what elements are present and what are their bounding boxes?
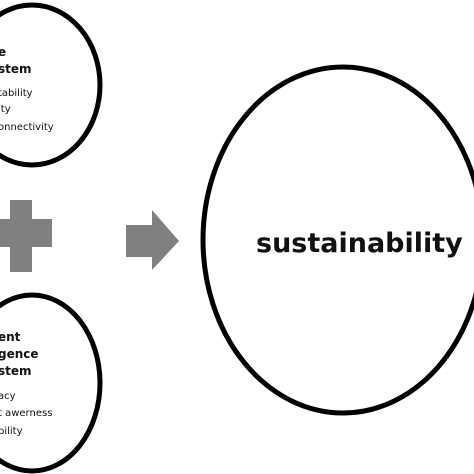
bottom-circle-title-line-2: gence xyxy=(0,347,39,361)
bottom-circle-title-line-3: stem xyxy=(0,364,32,378)
top-circle-title-line-1: e xyxy=(0,45,6,59)
result-label: sustainability xyxy=(256,228,463,259)
arrow-right-icon xyxy=(126,210,179,270)
bottom-circle-title-line-1: ent xyxy=(0,330,21,344)
top-circle-item-2: ity xyxy=(0,104,11,115)
bottom-circle-item-2: t awerness xyxy=(0,408,52,419)
bottom-circle-item-3: bility xyxy=(0,426,23,437)
plus-icon xyxy=(0,200,52,272)
result-circle-group: sustainability xyxy=(200,64,474,416)
bottom-circle xyxy=(0,292,103,474)
plus-icon-vertical-bar xyxy=(10,200,32,272)
bottom-circle-group: ent gence stem acy t awerness bility xyxy=(0,292,103,474)
top-circle-group: e stem tability ity onnectivity xyxy=(0,2,103,168)
top-circle-item-1: tability xyxy=(0,88,33,99)
result-circle xyxy=(200,64,474,416)
top-circle xyxy=(0,2,103,168)
bottom-circle-item-1: acy xyxy=(0,391,16,402)
top-circle-title-line-2: stem xyxy=(0,62,32,76)
top-circle-item-3: onnectivity xyxy=(0,122,54,133)
